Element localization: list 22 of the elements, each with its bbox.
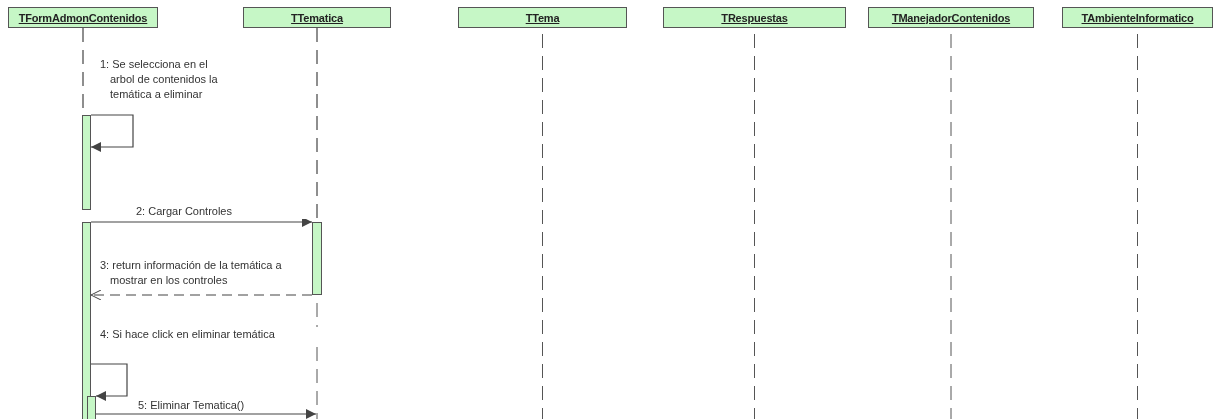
object-name: TAmbienteInformatico [1081, 11, 1194, 24]
lifeline-header [8, 7, 158, 28]
message-arrow [90, 217, 313, 227]
object-name: TRespuestas [721, 11, 788, 24]
lifeline-header [868, 7, 1034, 28]
activation-bar [87, 396, 96, 419]
message-arrow [90, 114, 134, 152]
object-name: TManejadorContenidos [891, 11, 1011, 24]
object-name: TTema [525, 11, 560, 24]
object-name: TTematica [291, 11, 343, 24]
lifeline-header [243, 7, 391, 28]
return-message-arrow [90, 289, 313, 301]
lifeline-header [458, 7, 627, 28]
object-name: TFormAdmonContenidos [18, 11, 148, 24]
activation-bar [82, 222, 91, 419]
message-arrow [95, 409, 317, 419]
message-arrow [90, 363, 128, 401]
activation-bar [312, 222, 322, 295]
activation-bar [82, 115, 91, 210]
lifeline-header [1062, 7, 1213, 28]
lifeline-header [663, 7, 846, 28]
message-label: 2: Cargar Controles [136, 204, 306, 219]
